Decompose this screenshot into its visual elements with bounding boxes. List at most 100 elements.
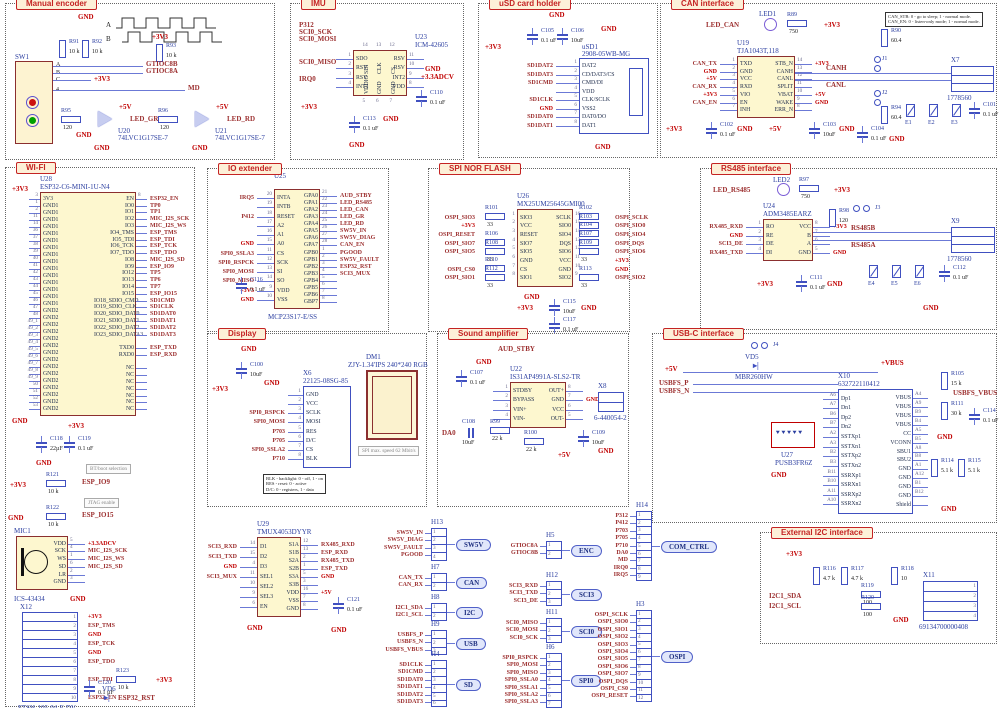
wire-stub bbox=[29, 241, 40, 242]
wire-stub bbox=[425, 578, 431, 579]
pin-num: 4 bbox=[638, 535, 641, 542]
pin-IO6_TCK: IO6_TCK bbox=[110, 243, 134, 250]
label-22125-08sg-85: 22125-08SG-85 bbox=[303, 377, 349, 385]
pin-ERR_N: ERR_N bbox=[774, 107, 793, 114]
pin-num: 5 bbox=[70, 536, 73, 543]
label-10uf: 10uF bbox=[592, 440, 605, 446]
wire-stub bbox=[556, 125, 579, 127]
pin-MOSI: MOSI bbox=[306, 419, 321, 426]
wire-stub bbox=[29, 255, 40, 256]
label-irq0: IRQ0 bbox=[299, 75, 316, 83]
label-u24: U24 bbox=[763, 202, 776, 210]
bus-label-enc: ENC bbox=[571, 544, 602, 557]
label-10-k: 10 k bbox=[92, 49, 103, 55]
pin-num: 47 bbox=[32, 304, 38, 310]
label-r115: R115 bbox=[968, 458, 981, 464]
signal-ospi_sio1: OSPI_SIO1 bbox=[444, 275, 475, 282]
pin-num: 49_5 bbox=[27, 346, 38, 352]
wire-stub bbox=[913, 496, 928, 498]
wire-stub bbox=[540, 600, 546, 602]
label-6-440054-2: 6-440054-2 bbox=[594, 414, 627, 422]
pin-GND: GND bbox=[898, 475, 911, 482]
pin-num: 6 bbox=[638, 649, 641, 656]
led-dot bbox=[780, 186, 787, 193]
signal-spi0_miso: SPI0_MISO bbox=[506, 669, 538, 676]
pin-Dp1: Dp1 bbox=[841, 395, 851, 402]
wire-stub bbox=[823, 398, 838, 400]
signal-ospi_reset: OSPI_RESET bbox=[438, 232, 475, 238]
label-j2: J2 bbox=[882, 90, 888, 96]
pin-num: 4 bbox=[973, 613, 976, 619]
label-0-1-uf: 0.1 uF bbox=[810, 285, 826, 291]
wire-stub bbox=[68, 543, 85, 545]
capacitor-C106 bbox=[557, 34, 568, 36]
connector-row-line bbox=[546, 597, 562, 599]
label-usd1: uSD1 bbox=[582, 43, 598, 51]
label-60-4: 60.4 bbox=[891, 38, 902, 44]
label-e3: E3 bbox=[951, 120, 958, 126]
pin-num: 6 bbox=[433, 700, 436, 707]
wire-stub bbox=[823, 494, 838, 496]
label-gnd: GND bbox=[264, 379, 280, 387]
signal-ospi_cs0: OSPI_CS0 bbox=[600, 686, 628, 692]
connector-row-line bbox=[431, 646, 447, 648]
signal-i2c1_scl: I2C1_SCL bbox=[395, 612, 423, 619]
signal-gnd: GND bbox=[223, 564, 237, 570]
wire-stub bbox=[556, 117, 579, 119]
signal--3v3: +3V3 bbox=[88, 613, 102, 620]
wire-stub bbox=[240, 587, 257, 588]
pin-num: 22 bbox=[322, 196, 328, 203]
wire-stub bbox=[257, 198, 274, 200]
wire-stub bbox=[630, 666, 636, 668]
pin-num: 49_1 bbox=[27, 318, 38, 324]
signal-tp1: TP1 bbox=[150, 209, 161, 216]
label-led_rd: LED_RD bbox=[227, 115, 256, 123]
wire-stub bbox=[336, 59, 353, 61]
label-gtioc8b: GTIOC8B bbox=[146, 60, 178, 68]
pin-GND2: GND2 bbox=[43, 399, 59, 405]
wire-stub bbox=[257, 207, 274, 209]
wire-stub bbox=[136, 320, 147, 322]
signal-usbfs_p: USBFS_P bbox=[397, 632, 423, 638]
signal-p312: P312 bbox=[615, 513, 628, 519]
wire-stub bbox=[540, 623, 546, 624]
wire-stub bbox=[425, 585, 431, 587]
wire-stub bbox=[532, 28, 533, 34]
signal-sw5v_diag: SW5V_DIAG bbox=[387, 537, 423, 544]
pin-num: 11 bbox=[250, 570, 255, 576]
label-0-1-uf: 0.1 uF bbox=[563, 327, 579, 333]
pin-GND2: GND2 bbox=[43, 329, 59, 335]
label-0-1-uf: 0.1 uF bbox=[363, 126, 379, 132]
pin-num: 12 bbox=[266, 255, 272, 262]
wire-stub bbox=[795, 63, 812, 65]
signal-esp_tdi: ESP_TDI bbox=[88, 676, 113, 683]
pin-num: 8 bbox=[638, 664, 641, 671]
label-0-1-uf: 0.1 uF bbox=[871, 136, 887, 142]
pin-num: 13 bbox=[266, 265, 272, 272]
pin-SCK: SCK bbox=[54, 548, 66, 555]
connector-row-line bbox=[636, 518, 652, 520]
label-5-1-k: 5.1 k bbox=[968, 468, 980, 474]
label-r112: R112 bbox=[485, 266, 498, 272]
pin-CLK/SCLK: CLK/SCLK bbox=[582, 97, 611, 104]
pin-num: B6 bbox=[829, 410, 836, 417]
pin-CS: CS bbox=[277, 250, 285, 257]
pin-num: 2 bbox=[548, 661, 551, 668]
pin-GND: GND bbox=[898, 493, 911, 500]
label-r102: R102 bbox=[579, 205, 593, 211]
connector-row-line bbox=[923, 611, 978, 612]
varistor-slash bbox=[870, 266, 878, 277]
wire-stub bbox=[136, 354, 147, 356]
wire bbox=[813, 240, 951, 241]
pin-VDDIO: VDDIO bbox=[363, 75, 370, 94]
wire-stub bbox=[240, 597, 257, 598]
label--3v3: +3V3 bbox=[12, 185, 29, 193]
wire-stub bbox=[630, 523, 636, 525]
pin-INTB: INTB bbox=[277, 204, 291, 211]
pin-CLK: CLK bbox=[377, 62, 383, 74]
signal-sw5v_fault: SW5V_FAULT bbox=[340, 256, 380, 263]
signal-esp32_en: ESP32_EN bbox=[150, 195, 179, 202]
wire-stub bbox=[301, 553, 318, 554]
